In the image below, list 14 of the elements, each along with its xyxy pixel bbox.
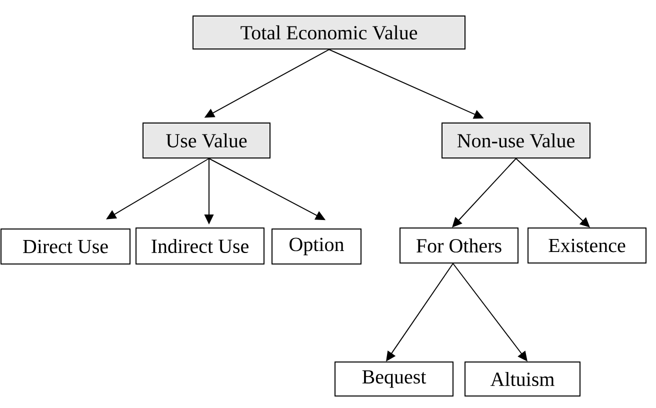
category-box: Use Value xyxy=(142,122,270,158)
text-box: Bequest xyxy=(334,362,454,396)
text-box: For Others xyxy=(400,228,518,264)
arrow xyxy=(516,158,590,228)
category-box: Non-use Value xyxy=(442,122,590,158)
arrow xyxy=(452,158,516,228)
arrow xyxy=(386,263,454,362)
category-box: Total Economic Value xyxy=(192,16,466,50)
arrow xyxy=(452,263,528,362)
text-box: Option xyxy=(272,228,362,264)
text-box: Direct Use xyxy=(0,228,130,264)
text-box: Indirect Use xyxy=(136,228,264,264)
text-box: Altuism xyxy=(464,362,580,396)
text-box: Existence xyxy=(528,228,646,264)
